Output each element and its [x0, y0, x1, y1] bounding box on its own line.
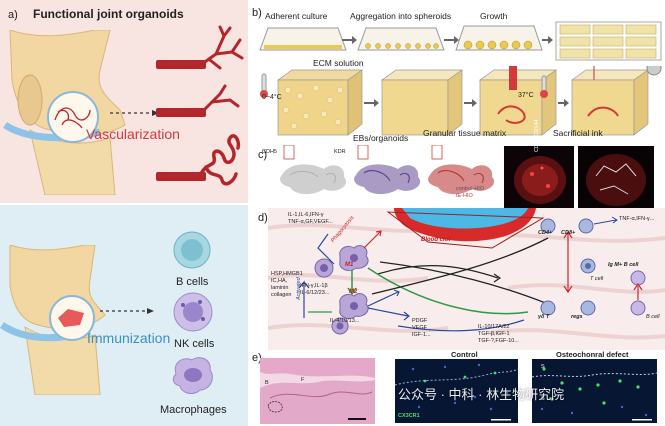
- damp-2: IC,HA,: [271, 278, 288, 284]
- watermark-text: 公众号 · 中科 · 林生物研究院: [398, 387, 565, 402]
- panel-b-label: b): [252, 7, 262, 19]
- temp-warm-label: 37°C: [518, 92, 534, 99]
- panel-a-label: a): [8, 9, 18, 21]
- igm-b-cell-label: Ig M+ B cell: [608, 262, 639, 268]
- treg-factors-3: TGF-?,FGF-10...: [478, 338, 519, 344]
- macrophage-icon: [172, 357, 213, 394]
- defect-letter-s-bottom: S: [541, 396, 545, 402]
- temp-cold-label: 0~4°C: [262, 94, 282, 101]
- legend-control: control-HIO: [456, 186, 485, 192]
- m2-output-2: VEGF: [412, 325, 427, 331]
- control-title: Control: [451, 350, 478, 359]
- marker-kdr: KDR: [334, 149, 346, 155]
- dashed-arrow-immune: [100, 308, 154, 314]
- step-aggregation: Aggregation into spheroids: [350, 11, 452, 21]
- nk-cells-label: NK cells: [174, 338, 215, 350]
- umap-feature-plots: [280, 145, 495, 195]
- damp-1: HSP,HMGB1: [271, 271, 303, 277]
- fluorescence-images-c: [504, 146, 654, 212]
- ebs-organoids-label: EBs/organoids: [353, 133, 409, 143]
- histology-he-image: [260, 358, 375, 424]
- nk-cell-icon: [173, 292, 213, 332]
- m1-factors-1: IFN-γ,IL-1β: [300, 283, 328, 289]
- m2-inputs: IL-4/10/13...: [330, 318, 360, 324]
- gd-t-label: γδ T: [538, 314, 550, 320]
- knee-joint-immune-illustration: [0, 245, 106, 395]
- vessel-branching-illustrations: [156, 25, 244, 186]
- cytokines-top-2: TNF-α,GF,VEGF...: [288, 219, 333, 225]
- m2-output-1: PDGF: [412, 318, 428, 324]
- macrophages-label: Macrophages: [160, 404, 227, 416]
- blood-clot-label: Blood clot: [421, 237, 451, 243]
- panel-a-title: Functional joint organoids: [33, 7, 184, 21]
- vascularization-label: Vascularization: [86, 126, 180, 142]
- cx3cr1-marker-label: CX3CR1: [398, 413, 420, 419]
- defect-letter-s-top: S: [541, 364, 545, 370]
- immune-response-diagram: [268, 208, 665, 350]
- cd8-label: CD8+: [561, 230, 576, 236]
- panel-d-label: d): [258, 212, 268, 224]
- culture-workflow-illustration: [259, 21, 662, 61]
- cytokines-top-1: IL-1,IL-6,IFN-γ: [288, 212, 324, 218]
- immunization-label: Immunization: [87, 330, 171, 346]
- tnf-label: TNF-α,IFN-γ...: [619, 216, 655, 222]
- granular-matrix-workflow-illustration: [260, 66, 662, 136]
- defect-title: Osteochonral defect: [556, 350, 629, 359]
- granular-matrix-label: Granular tissue matrix: [423, 128, 507, 138]
- m1-label: M1: [345, 262, 354, 268]
- knee-joint-vascular-illustration: [3, 30, 126, 195]
- sacrificial-ink-label: Sacrificial ink: [553, 128, 603, 138]
- legend-te-hio: tE-HIO: [456, 193, 473, 199]
- damp-4: collagen: [271, 292, 292, 298]
- panel-e-label: e): [252, 352, 262, 364]
- histology-letter-b: B: [265, 380, 269, 386]
- damp-3: laminin: [271, 285, 289, 291]
- m2-label: M2: [349, 289, 358, 295]
- m1-factors-2: IL-6/12/23...: [300, 290, 330, 296]
- b-cell-label: B cell: [646, 314, 660, 320]
- stain-label: CD31 CD144: [534, 119, 540, 152]
- tregs-label: regs: [571, 314, 583, 320]
- marker-cdh5: CDH5: [262, 149, 277, 155]
- ecm-solution-label: ECM solution: [313, 58, 364, 68]
- wechat-logo-icon: [379, 385, 394, 397]
- cd4-label: CD4+: [538, 230, 553, 236]
- t-cell-label: T cell: [590, 276, 604, 282]
- histology-letter-f: F: [301, 377, 305, 383]
- fluorescence-control-image: [395, 359, 518, 423]
- fluorescence-defect-image: [532, 359, 657, 423]
- treg-factors-1: IL-10/17A/22: [478, 324, 510, 330]
- dashed-arrow-vascular: [110, 110, 159, 116]
- treg-factors-2: TGF-β,IGF-1: [478, 331, 510, 337]
- panel-c-label: c): [258, 149, 268, 161]
- m2-output-3: IGF-1...: [412, 332, 431, 338]
- b-cell-icon: [173, 231, 211, 269]
- b-cells-label: B cells: [176, 276, 209, 288]
- step-growth: Growth: [480, 11, 508, 21]
- step-adherent-culture: Adherent culture: [265, 11, 328, 21]
